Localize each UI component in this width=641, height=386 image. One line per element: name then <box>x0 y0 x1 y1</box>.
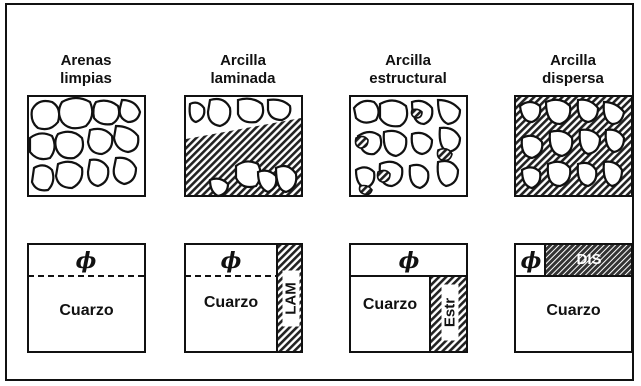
grain-box-structural-shale <box>349 95 468 197</box>
model-box-dispersed-shale <box>514 243 633 353</box>
model-box-laminated-shale <box>184 243 303 353</box>
model-box-clean-sand <box>27 243 146 353</box>
grain-box-laminated-shale <box>184 95 303 198</box>
grain-box-clean-sand <box>27 95 146 197</box>
grain-box-dispersed-shale <box>514 95 633 197</box>
model-box-structural-shale <box>349 243 468 353</box>
